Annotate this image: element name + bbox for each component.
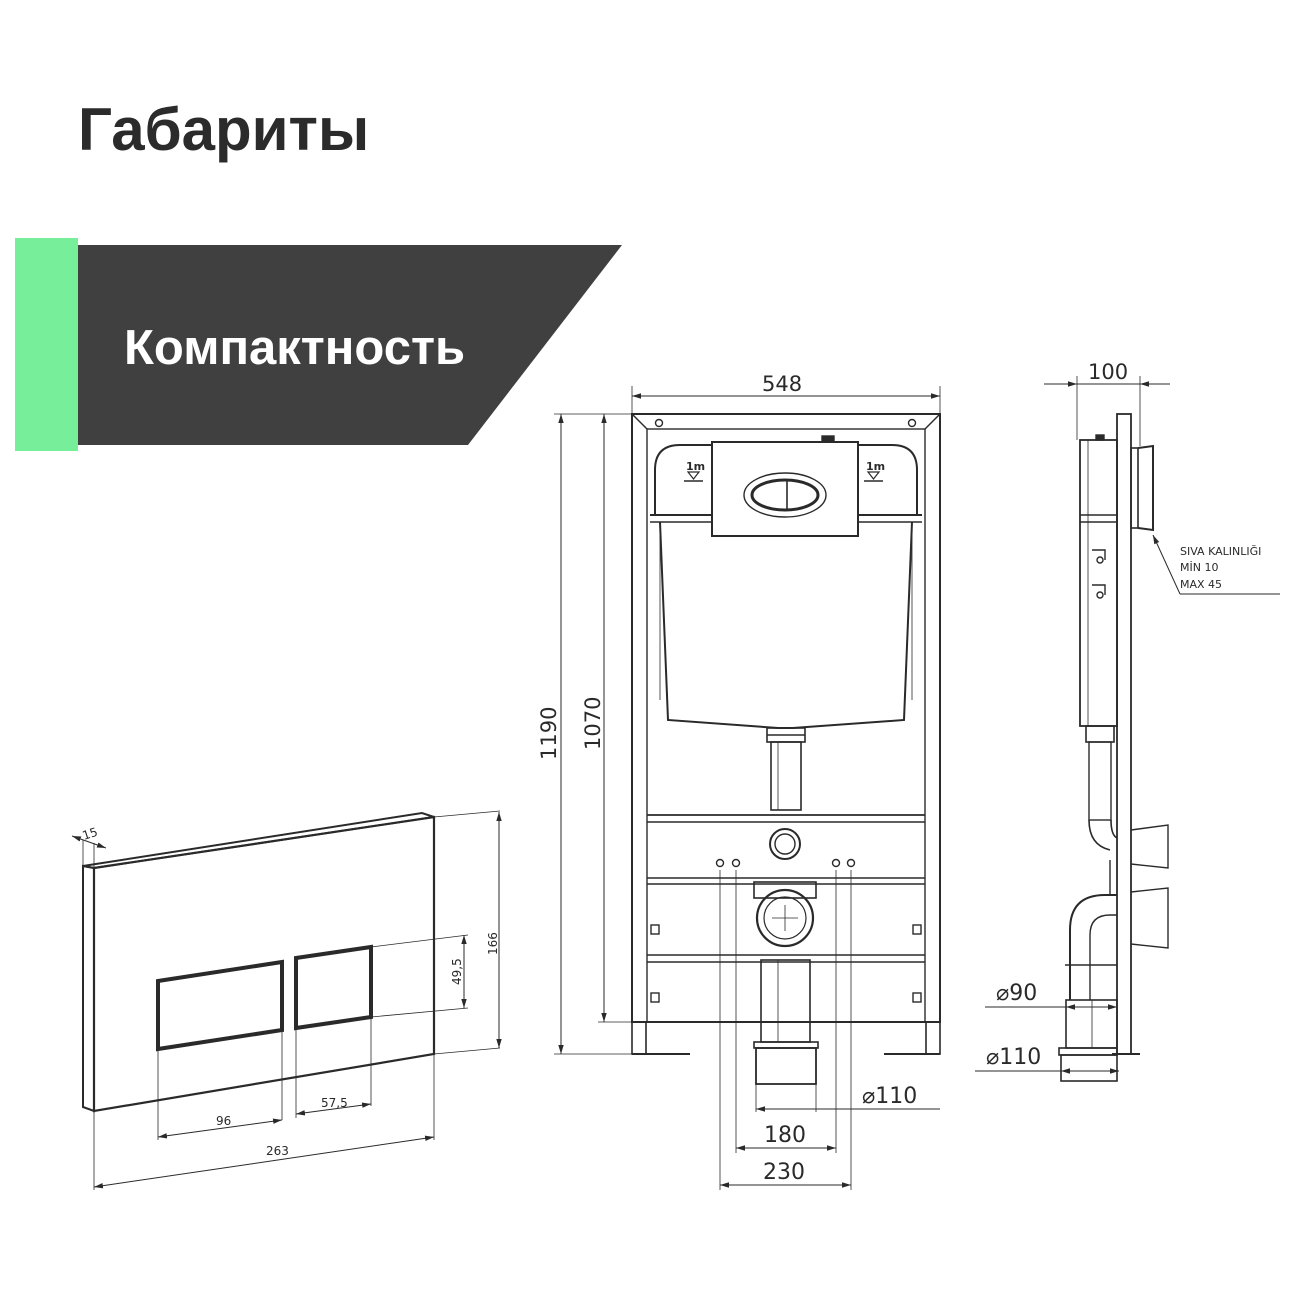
dim-button-right-width: 57,5 xyxy=(321,1096,348,1110)
banner-accent-bar xyxy=(15,238,78,451)
flush-plate-drawing xyxy=(71,810,502,1190)
dim-plate-height: 166 xyxy=(486,932,500,955)
dim-pipe-90: ⌀90 xyxy=(996,981,1037,1006)
dim-button-height: 49,5 xyxy=(450,958,464,985)
dim-frame-width: 548 xyxy=(762,372,802,396)
note-plaster-title: SIVA KALINLIĞI xyxy=(1180,545,1261,558)
dim-button-left-width: 96 xyxy=(216,1114,231,1128)
frame-front-drawing: 1m 1m xyxy=(554,386,941,1190)
level-mark-left: 1m xyxy=(686,460,705,473)
dim-plate-thickness: 15 xyxy=(81,825,100,843)
note-plaster-min: MİN 10 xyxy=(1180,561,1218,574)
dim-outlet-diameter: ⌀110 xyxy=(862,1084,917,1109)
dim-plate-width: 263 xyxy=(266,1144,289,1158)
dim-frame-total-height: 1190 xyxy=(537,707,561,760)
dim-foot-spacing: 230 xyxy=(763,1160,805,1185)
dim-frame-height: 1070 xyxy=(581,697,605,750)
dim-pipe-110: ⌀110 xyxy=(986,1045,1041,1070)
page-title: Габариты xyxy=(78,96,370,163)
banner-label: Компактность xyxy=(124,321,466,375)
level-mark-right: 1m xyxy=(866,460,885,473)
banner-background xyxy=(78,245,622,445)
frame-side-drawing xyxy=(975,376,1280,1082)
note-plaster-max: MAX 45 xyxy=(1180,578,1222,591)
dim-outlet-spacing: 180 xyxy=(764,1123,806,1148)
dim-frame-depth: 100 xyxy=(1088,360,1128,384)
